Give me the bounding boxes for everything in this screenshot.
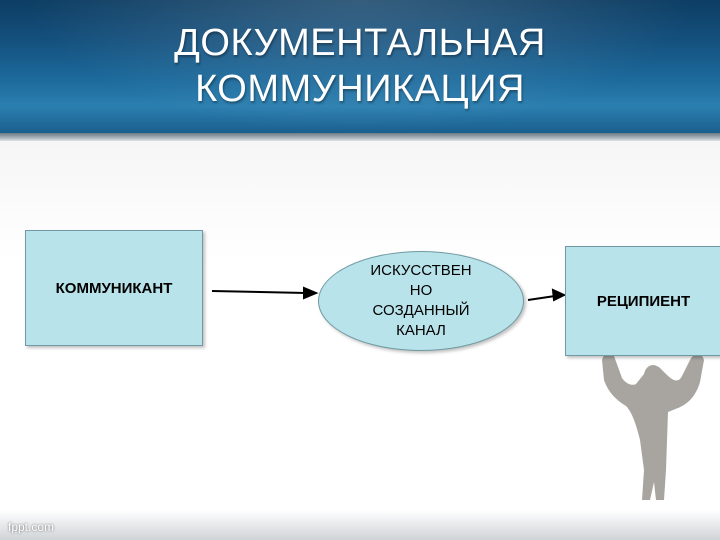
title-divider [0, 133, 720, 141]
page-title: ДОКУМЕНТАЛЬНАЯ КОММУНИКАЦИЯ [0, 20, 720, 112]
page-title-line-2: КОММУНИКАЦИЯ [0, 66, 720, 112]
title-banner: ДОКУМЕНТАЛЬНАЯ КОММУНИКАЦИЯ [0, 0, 720, 133]
footer-shade [0, 510, 720, 540]
channel-label-line-4: КАНАЛ [356, 321, 486, 341]
page-title-line-1: ДОКУМЕНТАЛЬНАЯ [0, 20, 720, 66]
channel-label-line-3: СОЗДАННЫЙ [356, 301, 486, 321]
sender-box: КОММУНИКАНТ [25, 230, 203, 346]
watermark-text: fppt.com [8, 520, 54, 534]
channel-label-line-2: НО [356, 281, 486, 301]
recipient-box: РЕЦИПИЕНТ [565, 246, 720, 356]
sender-label: КОММУНИКАНТ [56, 280, 173, 297]
recipient-label: РЕЦИПИЕНТ [597, 293, 690, 310]
channel-ellipse: ИСКУССТВЕН НО СОЗДАННЫЙ КАНАЛ [318, 251, 524, 351]
channel-label: ИСКУССТВЕН НО СОЗДАННЫЙ КАНАЛ [356, 261, 486, 341]
channel-label-line-1: ИСКУССТВЕН [356, 261, 486, 281]
